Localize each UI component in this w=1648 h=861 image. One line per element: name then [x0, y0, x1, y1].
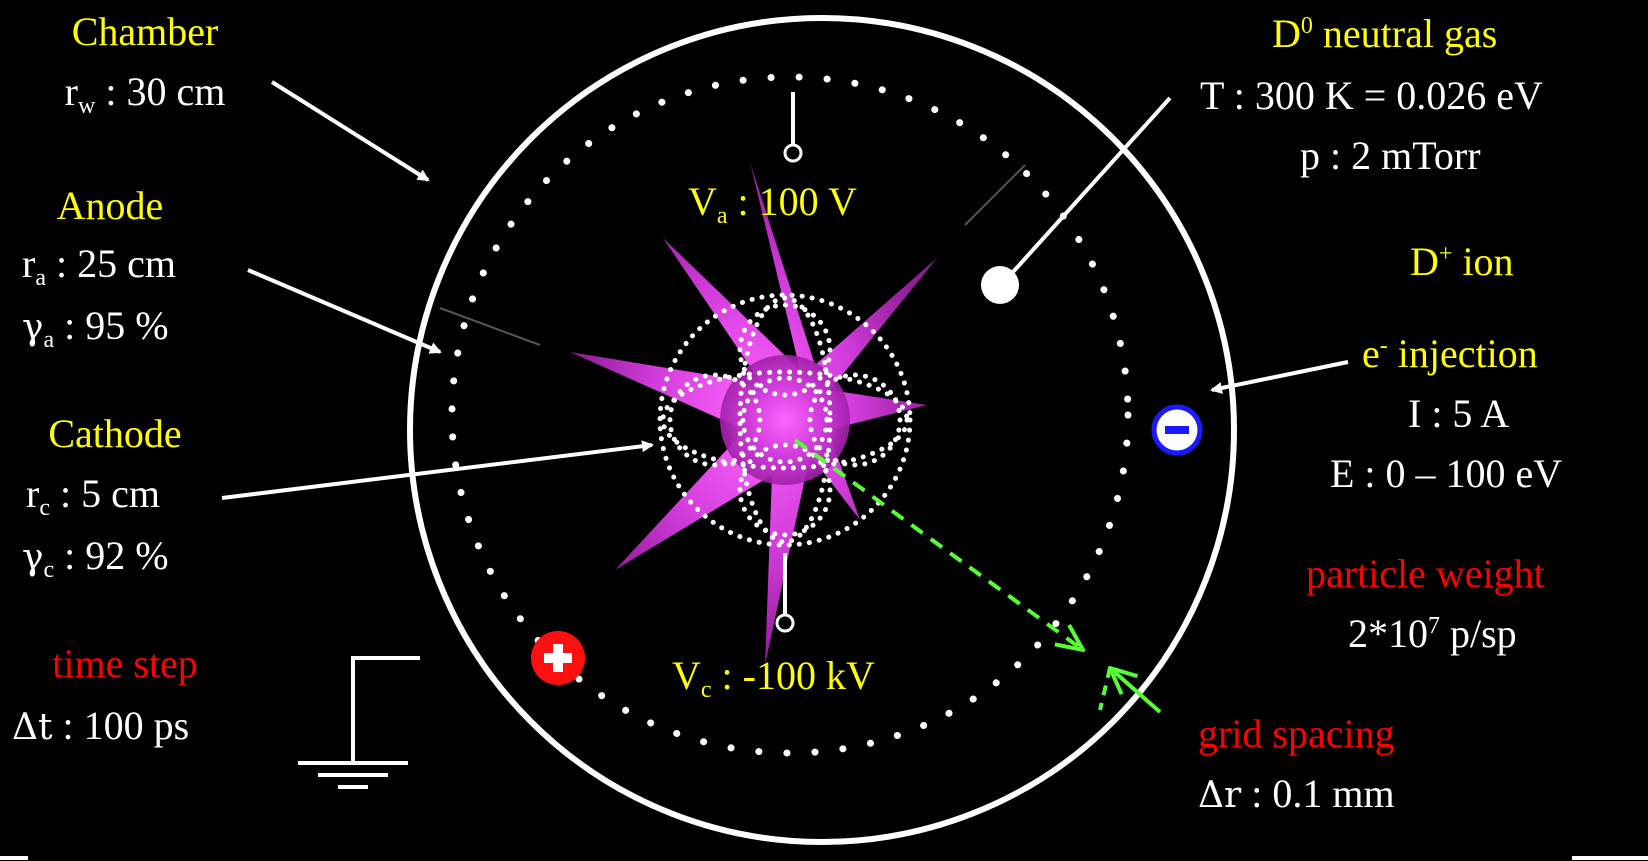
cathode-arrow [221, 440, 654, 500]
particle-weight-value: 2*107 p/sp [1348, 611, 1517, 656]
cathode-title: Cathode [48, 411, 182, 456]
injection-arrow [1210, 360, 1349, 394]
ground-symbol-icon [298, 656, 420, 789]
cathode-radius: rc : 5 cm [26, 471, 160, 521]
plus-circle-icon [531, 631, 585, 685]
cathode-grid [657, 292, 913, 548]
neutral-arrow [1011, 96, 1172, 274]
particle-weight-title: particle weight [1306, 551, 1545, 596]
chamber-wall [407, 15, 1237, 845]
injection-energy: E : 0 – 100 eV [1330, 451, 1563, 496]
anode-gamma: γa : 95 % [22, 303, 169, 353]
neutral-gas-temperature: T : 300 K = 0.026 eV [1200, 73, 1543, 118]
pointer-arrows [221, 80, 1349, 500]
cathode-voltage: Vc : -100 kV [672, 653, 875, 703]
grid-spacing-arrows [793, 438, 1162, 714]
anode-grid [448, 73, 1132, 757]
chamber-radius: rw : 30 cm [64, 69, 226, 119]
neutral-gas-pressure: p : 2 mTorr [1300, 133, 1481, 178]
time-step-title: time step [52, 641, 198, 686]
cathode-feedthrough [775, 553, 795, 633]
anode-title: Anode [56, 183, 164, 228]
grid-spacing-title: grid spacing [1198, 711, 1395, 756]
neutral-gas-title: D0 neutral gas [1272, 11, 1498, 56]
chamber-title: Chamber [71, 9, 219, 54]
anode-voltage: Va : 100 V [688, 179, 857, 229]
injection-current: I : 5 A [1408, 391, 1510, 436]
anode-radius: ra : 25 cm [22, 241, 176, 291]
anode-arrow [247, 268, 442, 354]
minus-circle-icon [1151, 404, 1203, 456]
cathode-gamma: γc : 92 % [22, 533, 169, 583]
neutral-particle-icon [981, 266, 1019, 304]
plasma-glow [570, 162, 937, 665]
streak [964, 164, 1026, 226]
grid-spacing-value: Δr : 0.1 mm [1198, 771, 1395, 816]
anode-feedthrough [783, 92, 803, 163]
time-step-value: Δt : 100 ps [12, 703, 190, 748]
injection-title: e- injection [1362, 331, 1538, 376]
ion-title: D+ ion [1410, 239, 1514, 284]
chamber-arrow [270, 80, 430, 182]
streak [439, 307, 541, 346]
